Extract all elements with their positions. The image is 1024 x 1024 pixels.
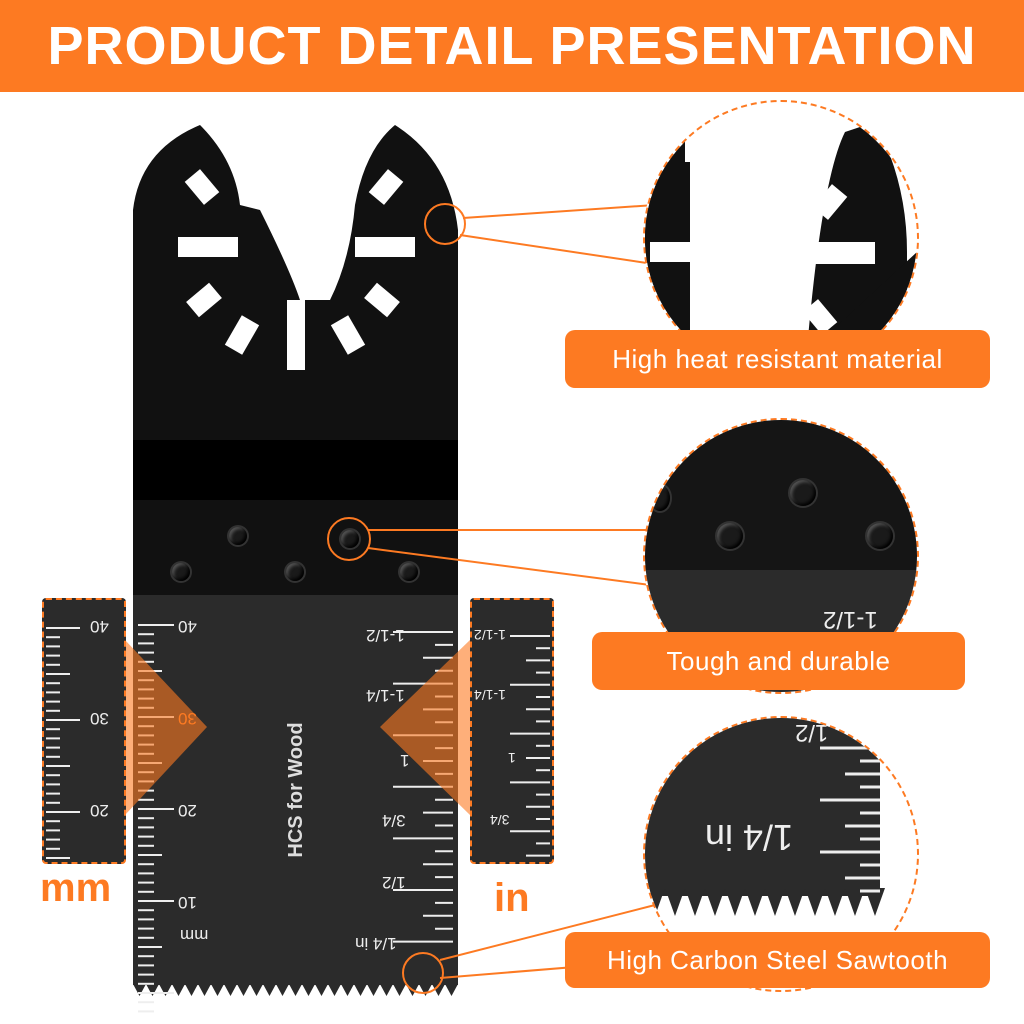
side-in-label: 1-1/4 bbox=[474, 687, 506, 703]
saw-tooth bbox=[380, 984, 393, 996]
saw-tooth bbox=[302, 984, 315, 996]
saw-tooth bbox=[785, 888, 805, 916]
saw-tooth bbox=[211, 984, 224, 996]
saw-tooth bbox=[725, 888, 745, 916]
in-label: 1/4 in bbox=[355, 934, 397, 953]
side-in-label: 1 bbox=[508, 750, 516, 766]
rivet bbox=[790, 480, 816, 506]
side-ruler-mm: 40 30 20 bbox=[42, 598, 126, 864]
mm-callout-triangle bbox=[125, 640, 207, 815]
saw-tooth bbox=[805, 888, 825, 916]
rivet bbox=[650, 485, 670, 511]
zoom-ruler-label: 1/4 in bbox=[705, 817, 794, 858]
side-ruler-in: 1-1/2 1-1/4 1 3/4 bbox=[470, 598, 554, 864]
saw-tooth bbox=[315, 984, 328, 996]
saw-tooth bbox=[328, 984, 341, 996]
mm-label: 30 bbox=[178, 709, 197, 728]
zoom-teeth bbox=[645, 888, 885, 916]
saw-tooth bbox=[825, 888, 845, 916]
blade-brand-text: HCS for Wood bbox=[285, 722, 307, 858]
feature-label-material: High heat resistant material bbox=[565, 330, 990, 388]
rivet bbox=[172, 563, 190, 581]
in-unit: in bbox=[494, 876, 530, 920]
side-mm-label: 20 bbox=[90, 801, 109, 820]
header-banner: PRODUCT DETAIL PRESENTATION bbox=[0, 0, 1024, 92]
zoom-ruler-ticks bbox=[820, 746, 880, 893]
mm-unit-label: mm bbox=[180, 926, 209, 945]
saw-tooth bbox=[133, 984, 146, 996]
saw-tooth bbox=[845, 888, 865, 916]
side-in-label: 3/4 bbox=[490, 812, 510, 828]
feature-label-sawtooth: High Carbon Steel Sawtooth bbox=[565, 932, 990, 988]
in-label: 1/2 bbox=[382, 873, 406, 892]
saw-tooth bbox=[172, 984, 185, 996]
zoom-ruler-label: 1-1/2 bbox=[823, 606, 878, 633]
saw-tooth bbox=[685, 888, 705, 916]
saw-tooth bbox=[645, 888, 665, 916]
saw-tooth bbox=[705, 888, 725, 916]
saw-tooth bbox=[237, 984, 250, 996]
rivet bbox=[867, 523, 893, 549]
saw-tooth bbox=[224, 984, 237, 996]
page-title: PRODUCT DETAIL PRESENTATION bbox=[47, 16, 977, 76]
saw-tooth bbox=[276, 984, 289, 996]
saw-tooth bbox=[745, 888, 765, 916]
in-callout-triangle bbox=[380, 640, 470, 815]
in-label: 1-1/2 bbox=[366, 626, 405, 645]
saw-tooth bbox=[393, 984, 406, 996]
in-label: 1 bbox=[400, 751, 410, 770]
saw-tooth bbox=[354, 984, 367, 996]
side-in-label: 1-1/2 bbox=[474, 627, 506, 643]
saw-tooth bbox=[289, 984, 302, 996]
mm-label: 20 bbox=[178, 801, 197, 820]
saw-tooth bbox=[445, 984, 458, 996]
arbor-slots bbox=[178, 169, 415, 370]
blade-bend-shadow bbox=[133, 440, 458, 500]
saw-tooth bbox=[146, 984, 159, 996]
mm-label: 10 bbox=[178, 893, 197, 912]
highlight-marker-rivet bbox=[327, 517, 371, 561]
mm-label: 40 bbox=[178, 617, 197, 636]
saw-tooth bbox=[665, 888, 685, 916]
side-mm-label: 40 bbox=[90, 617, 109, 636]
in-label: 3/4 bbox=[382, 811, 406, 830]
rivet bbox=[229, 527, 247, 545]
side-ruler-in-ticks bbox=[510, 635, 550, 857]
saw-tooth bbox=[367, 984, 380, 996]
in-label: 1-1/4 bbox=[366, 686, 405, 705]
saw-tooth bbox=[263, 984, 276, 996]
saw-tooth bbox=[185, 984, 198, 996]
side-mm-label: 30 bbox=[90, 709, 109, 728]
side-ruler-mm-ticks bbox=[46, 627, 80, 859]
rivet bbox=[286, 563, 304, 581]
feature-label-durable: Tough and durable bbox=[592, 632, 965, 690]
saw-tooth bbox=[765, 888, 785, 916]
saw-tooth bbox=[341, 984, 354, 996]
rivet bbox=[717, 523, 743, 549]
blade-ruler-area bbox=[133, 595, 458, 985]
saw-tooth bbox=[865, 888, 885, 916]
highlight-marker-teeth bbox=[402, 952, 444, 994]
mm-unit: mm bbox=[40, 866, 112, 910]
zoom-blade-head bbox=[645, 102, 917, 374]
saw-tooth bbox=[250, 984, 263, 996]
highlight-marker-material bbox=[424, 203, 466, 245]
rivet bbox=[400, 563, 418, 581]
saw-tooth bbox=[198, 984, 211, 996]
saw-tooth bbox=[159, 984, 172, 996]
